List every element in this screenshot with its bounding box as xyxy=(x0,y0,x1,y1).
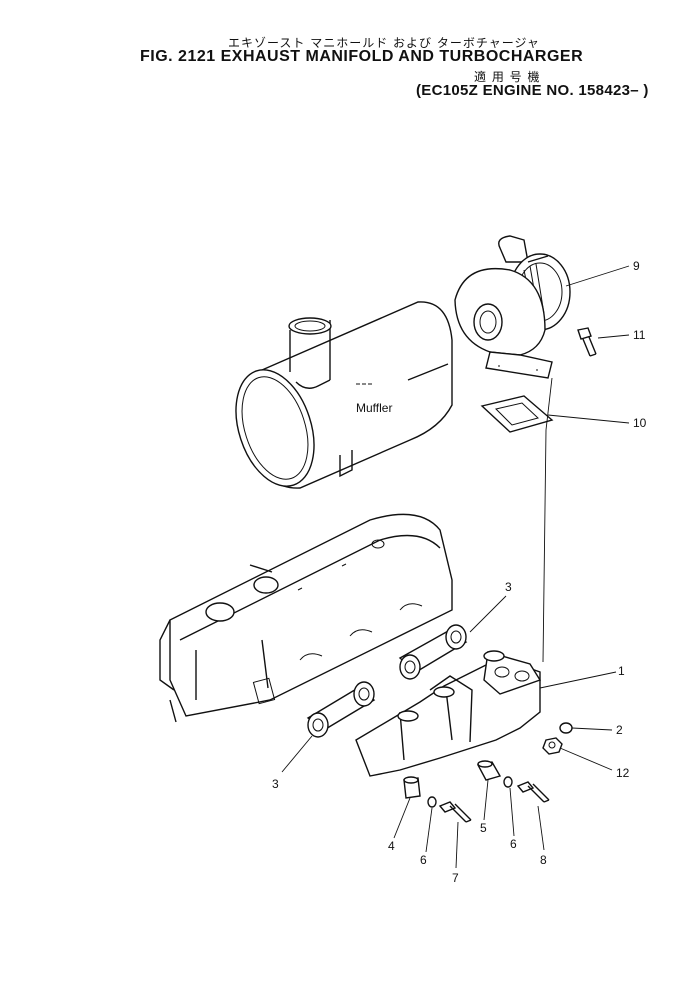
callout-8: 8 xyxy=(540,853,547,867)
washer-6-right xyxy=(503,776,513,788)
bolt-7 xyxy=(438,801,472,823)
muffler-drawing xyxy=(235,301,453,489)
turbocharger-drawing xyxy=(454,235,571,379)
sleeve-4 xyxy=(403,776,421,799)
gasket-3-lower xyxy=(306,681,376,738)
callout-1: 1 xyxy=(618,664,625,678)
muffler-label: Muffler xyxy=(356,401,392,415)
washer-6-left xyxy=(427,796,437,808)
callout-3-lower: 3 xyxy=(272,777,279,791)
engine-head-drawing xyxy=(159,513,453,723)
gasket-10 xyxy=(480,395,554,433)
callout-7: 7 xyxy=(452,871,459,885)
callout-9: 9 xyxy=(633,259,640,273)
washer-2 xyxy=(559,722,573,734)
serial-range: (EC105Z ENGINE NO. 158423– ) xyxy=(416,82,649,99)
callout-5: 5 xyxy=(480,821,487,835)
exhaust-manifold-1 xyxy=(355,650,542,777)
callout-3-upper: 3 xyxy=(505,580,512,594)
title-japanese: エキゾースト マニホールド および ターボチャージャ xyxy=(228,36,540,50)
applicable-japanese: 適 用 号 機 xyxy=(474,70,541,84)
callout-10: 10 xyxy=(633,416,647,430)
leader-lines xyxy=(281,265,630,869)
callout-6-left: 6 xyxy=(420,853,427,867)
nut-12 xyxy=(542,737,563,755)
callout-2: 2 xyxy=(616,723,623,737)
gasket-3-upper xyxy=(398,624,468,680)
bolt-8 xyxy=(516,781,550,803)
figure-title: FIG. 2121 EXHAUST MANIFOLD AND TURBOCHAR… xyxy=(140,48,584,65)
callout-12: 12 xyxy=(616,766,630,780)
pipe-5 xyxy=(476,760,502,781)
bolt-11 xyxy=(577,327,597,357)
callout-11: 11 xyxy=(633,328,646,342)
callout-6-right: 6 xyxy=(510,837,517,851)
callout-4: 4 xyxy=(388,839,395,853)
